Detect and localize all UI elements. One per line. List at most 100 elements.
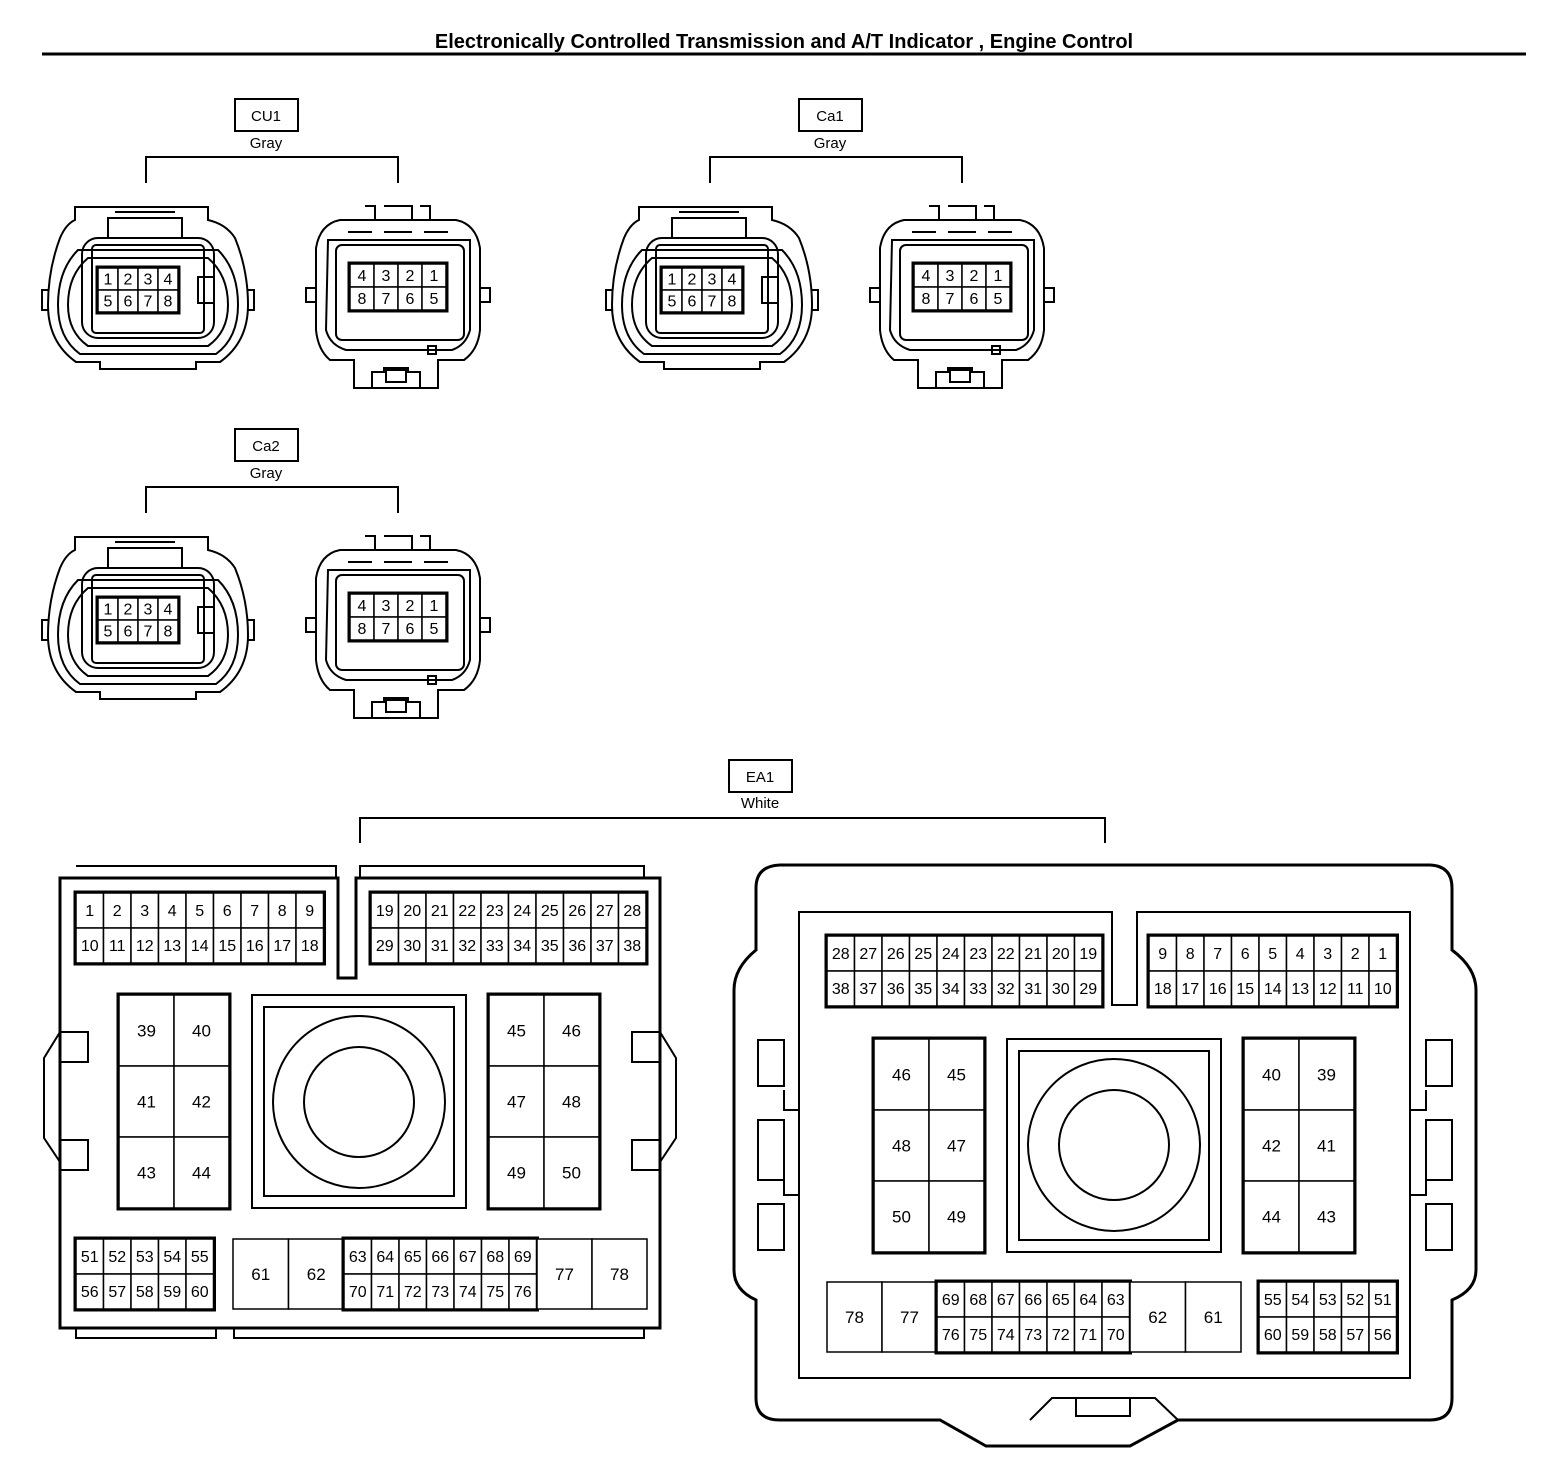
- pin-number: 36: [887, 981, 905, 998]
- pin-number: 5: [994, 291, 1003, 308]
- pin-cell: [118, 994, 175, 1067]
- pin-number: 15: [1236, 981, 1254, 998]
- pin-number: 2: [124, 602, 133, 619]
- pin-number: 4: [1296, 946, 1305, 963]
- pin-number: 64: [1079, 1292, 1097, 1309]
- pin-number: 23: [486, 903, 504, 920]
- pin-cell: [118, 1065, 175, 1138]
- pin-cell: [1285, 1281, 1315, 1318]
- pin-number: 3: [708, 272, 717, 289]
- male-connector-housing: [869, 205, 1055, 389]
- pin-number: 2: [406, 268, 415, 285]
- pin-number: 32: [997, 981, 1015, 998]
- pin-number: 41: [137, 1093, 156, 1112]
- pin-number: 45: [507, 1022, 526, 1041]
- pin-number: 5: [104, 294, 113, 311]
- pin-number: 40: [192, 1022, 211, 1041]
- pin-cell: [488, 1136, 545, 1209]
- pin-cell: [1148, 970, 1178, 1007]
- pin-cell: [508, 1273, 538, 1310]
- pin-cell: [343, 1273, 373, 1310]
- pin-number: 58: [1319, 1327, 1337, 1344]
- pin-number: 3: [140, 903, 149, 920]
- pin-number: 9: [305, 903, 314, 920]
- pin-number: 39: [1317, 1066, 1336, 1085]
- pin-cell: [928, 1109, 985, 1182]
- pin-number: 66: [431, 1249, 449, 1266]
- pin-number: 36: [568, 938, 586, 955]
- pin-number: 5: [195, 903, 204, 920]
- pin-cell: [853, 935, 883, 972]
- pin-number: 8: [358, 291, 367, 308]
- pin-cell: [991, 1316, 1021, 1353]
- pin-number: 59: [1291, 1327, 1309, 1344]
- pin-cell: [157, 1273, 187, 1310]
- pin-cell: [157, 927, 187, 964]
- pin-cell: [173, 1136, 230, 1209]
- pin-cell: [488, 994, 545, 1067]
- pin-number: 6: [124, 294, 133, 311]
- pin-number: 45: [947, 1066, 966, 1085]
- pin-number: 78: [845, 1308, 864, 1327]
- pin-number: 6: [1241, 946, 1250, 963]
- pin-cell: [1340, 1281, 1370, 1318]
- pin-cell: [1285, 1316, 1315, 1353]
- pin-cell: [936, 935, 966, 972]
- pin-cell: [397, 927, 427, 964]
- pin-cell: [963, 1316, 993, 1353]
- pin-number: 41: [1317, 1137, 1336, 1156]
- pin-cell: [1313, 935, 1343, 972]
- pin-number: 31: [1024, 981, 1042, 998]
- pin-number: 1: [994, 268, 1003, 285]
- pin-number: 3: [144, 272, 153, 289]
- pin-cell: [130, 1238, 160, 1275]
- pin-number: 27: [596, 903, 614, 920]
- pin-number: 5: [430, 291, 439, 308]
- pin-number: 8: [164, 624, 173, 641]
- pin-cell: [1046, 970, 1076, 1007]
- pin-number: 48: [562, 1093, 581, 1112]
- pin-cell: [425, 1273, 455, 1310]
- pin-cell: [295, 892, 325, 929]
- pin-number: 35: [914, 981, 932, 998]
- pin-number: 3: [382, 268, 391, 285]
- pin-cell: [508, 1238, 538, 1275]
- pin-number: 40: [1262, 1066, 1281, 1085]
- pin-number: 23: [969, 946, 987, 963]
- pin-number: 10: [81, 938, 99, 955]
- pin-number: 70: [1107, 1327, 1125, 1344]
- pin-number: 74: [459, 1284, 477, 1301]
- pin-number: 58: [136, 1284, 154, 1301]
- pin-number: 47: [947, 1137, 966, 1156]
- pin-number: 4: [164, 272, 173, 289]
- pin-number: 6: [688, 294, 697, 311]
- pin-number: 2: [113, 903, 122, 920]
- pin-number: 19: [376, 903, 394, 920]
- pin-cell: [240, 892, 270, 929]
- pin-cell: [535, 927, 565, 964]
- pin-cell: [1368, 1316, 1398, 1353]
- pin-number: 65: [404, 1249, 422, 1266]
- pin-number: 29: [1079, 981, 1097, 998]
- pin-number: 67: [459, 1249, 477, 1266]
- pin-number: 10: [1374, 981, 1392, 998]
- pin-cell: [425, 892, 455, 929]
- pin-cell: [370, 927, 400, 964]
- pin-number: 13: [1291, 981, 1309, 998]
- pin-number: 60: [191, 1284, 209, 1301]
- pin-cell: [157, 619, 179, 643]
- pin-number: 17: [1181, 981, 1199, 998]
- pin-number: 7: [382, 291, 391, 308]
- page-title: Electronically Controlled Transmission a…: [435, 31, 1133, 53]
- pin-number: 8: [728, 294, 737, 311]
- pin-number: 20: [1052, 946, 1070, 963]
- pin-number: 78: [610, 1265, 629, 1284]
- pin-number: 30: [1052, 981, 1070, 998]
- connector-color: Gray: [814, 135, 847, 152]
- pin-number: 56: [1374, 1327, 1392, 1344]
